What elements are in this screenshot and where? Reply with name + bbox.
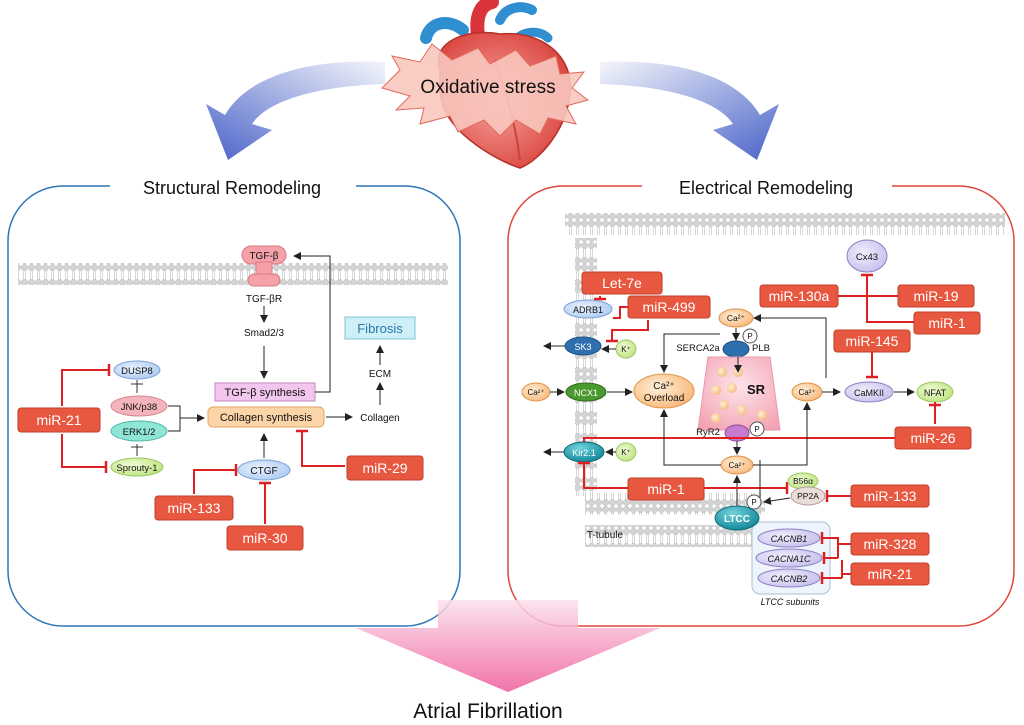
cacnb2-node: [757, 568, 821, 588]
cx43-node: [846, 239, 888, 273]
p-ltcc-node: [746, 494, 762, 510]
mir29-box: [346, 455, 424, 481]
camkii-label: CaMKII: [854, 388, 884, 398]
serca-pump: [722, 340, 750, 358]
jnk-label: JNK/p38: [121, 402, 157, 413]
sprouty-node: [110, 457, 164, 477]
plb-label: PLB: [752, 343, 770, 354]
collagen-synthesis-box: [207, 406, 325, 428]
ca-bottom-label: Ca²⁺: [728, 461, 745, 470]
mir29-label: miR-29: [362, 460, 407, 476]
ca-overload-node: [633, 373, 695, 409]
atrial-fibrillation-label: Atrial Fibrillation: [413, 700, 562, 723]
p-ryr2-node: [749, 421, 765, 437]
dusp8-node: [113, 360, 161, 380]
cacna1c-label: CACNA1C: [767, 554, 811, 564]
ltcc-subunits-label: LTCC subunits: [761, 597, 820, 607]
p-plb-label: P: [747, 332, 752, 341]
mir21-struct-box: [17, 407, 101, 433]
atrial-fibrillation-arrow: [356, 600, 660, 692]
ltcc-label: LTCC: [724, 514, 750, 525]
p-ltcc-label: P: [751, 498, 756, 507]
b56-label: B56α: [793, 476, 813, 486]
mir26-label: miR-26: [910, 430, 955, 446]
k-plus-bottom-label: K⁺: [621, 448, 631, 457]
collagen-synthesis-label: Collagen synthesis: [220, 412, 313, 424]
sr-label: SR: [747, 382, 766, 397]
mir133-struct-label: miR-133: [168, 500, 221, 516]
mir1-top-label: miR-1: [928, 315, 966, 331]
mir1-mid-label: miR-1: [647, 481, 685, 497]
camkii-node: [844, 381, 894, 403]
mir30-label: miR-30: [242, 530, 287, 546]
p-plb-node: [742, 328, 758, 344]
oxidative-stress-burst: [381, 43, 590, 137]
pp2a-label: PP2A: [797, 491, 819, 501]
mir145-label: miR-145: [846, 333, 899, 349]
right-curved-arrow: [600, 61, 779, 161]
mir499-label: miR-499: [643, 299, 696, 315]
nfat-label: NFAT: [924, 388, 947, 398]
adrb1-label: ADRB1: [573, 305, 603, 315]
mir21-struct-label: miR-21: [36, 412, 81, 428]
adrb1-node: [563, 299, 613, 319]
tgfbr-label: TGF-βR: [246, 294, 282, 305]
collagen-label: Collagen: [360, 413, 399, 424]
structural-membrane: [18, 263, 448, 285]
pp2a-node: [790, 486, 826, 506]
left-curved-arrow: [206, 61, 385, 161]
tgfb-receptor: [241, 245, 287, 287]
ttubule-label: T-tubule: [587, 530, 624, 541]
ctgf-label: CTGF: [250, 466, 277, 477]
mir133-elec-label: miR-133: [864, 488, 917, 504]
let7e-box: [581, 271, 663, 295]
cx43-label: Cx43: [856, 252, 878, 263]
ryr2-label: RyR2: [696, 427, 720, 438]
cacna1c-node: [755, 548, 823, 568]
sk3-label: SK3: [574, 342, 591, 352]
ncx1-node: [565, 382, 607, 402]
dusp8-label: DUSP8: [121, 366, 153, 377]
jnk-node: [110, 395, 168, 417]
mir30-box: [226, 525, 304, 551]
p-ryr2-label: P: [754, 425, 759, 434]
ca-right-label: Ca²⁺: [798, 388, 815, 397]
smad-label: Smad2/3: [244, 328, 284, 339]
ca-overload-label-2: Overload: [644, 393, 685, 404]
fibrosis-label: Fibrosis: [357, 321, 403, 336]
ca-top-label: Ca²⁺: [727, 313, 746, 323]
mir328-label: miR-328: [864, 536, 917, 552]
tgfb-synthesis-label: TGF-β synthesis: [225, 387, 306, 399]
mir130a-label: miR-130a: [769, 288, 830, 304]
k-plus-top-label: K⁺: [621, 345, 631, 354]
sprouty-label: Sprouty-1: [116, 463, 157, 474]
ltcc-node: [714, 505, 760, 531]
tgfb-label: TGF-β: [249, 251, 278, 262]
kir-label: Kir2.1: [572, 448, 596, 458]
erk-label: ERK1/2: [123, 427, 156, 438]
electrical-remodeling-title: Electrical Remodeling: [679, 178, 853, 198]
fibrosis-box: [344, 316, 416, 340]
ncx1-label: NCX1: [574, 388, 598, 398]
let7e-label: Let-7e: [602, 275, 642, 291]
ecm-label: ECM: [369, 369, 391, 380]
structural-remodeling-title: Structural Remodeling: [143, 178, 321, 198]
cacnb2-label: CACNB2: [771, 574, 808, 584]
serca-label: SERCA2a: [676, 343, 720, 354]
mir133-struct-box: [154, 495, 234, 521]
ca-left-label: Ca²⁺: [527, 388, 544, 397]
mir19-label: miR-19: [913, 288, 958, 304]
oxidative-stress-label: Oxidative stress: [420, 77, 555, 98]
erk-node: [110, 420, 168, 442]
ctgf-node: [237, 459, 291, 481]
cacnb1-label: CACNB1: [771, 534, 808, 544]
cacnb1-node: [757, 528, 821, 548]
structural-panel: [7, 185, 461, 627]
mir21-elec-label: miR-21: [867, 566, 912, 582]
ca-overload-label-1: Ca²⁺: [653, 381, 674, 392]
